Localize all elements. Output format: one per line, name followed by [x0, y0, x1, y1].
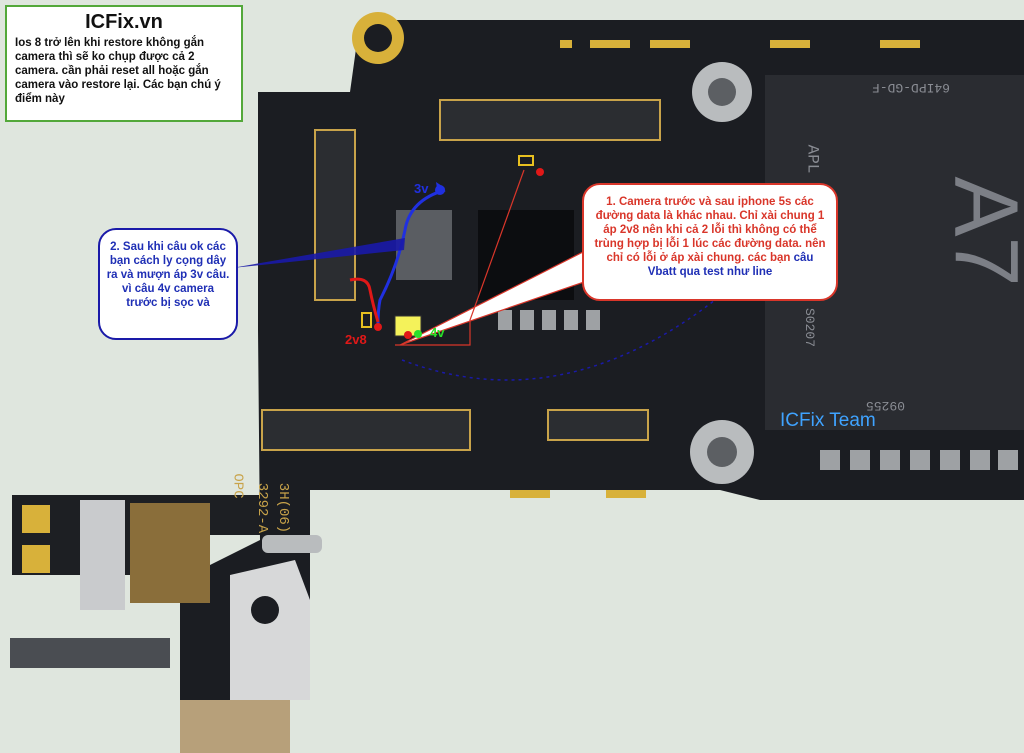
- note-step-2: 2. Sau khi câu ok các bạn cách ly cọng d…: [98, 228, 238, 340]
- label-2v8: 2v8: [345, 332, 367, 347]
- note-step-1: 1. Camera trước và sau iphone 5s các đườ…: [582, 183, 838, 301]
- silk-line-2: 3292-A: [254, 482, 271, 534]
- top-connector: [439, 99, 661, 141]
- brand-note-box: ICFix.vn Ios 8 trở lên khi restore không…: [5, 5, 243, 122]
- chip-mark-a7: A7: [935, 176, 1024, 287]
- chip-mark-apl: APL: [803, 144, 822, 174]
- label-4v: 4v: [430, 325, 445, 340]
- silver-bracket: [230, 560, 310, 700]
- bottom-connector: [261, 409, 471, 451]
- team-label: ICFix Team: [780, 410, 876, 431]
- note-step-2-text: 2. Sau khi câu ok các bạn cách ly cọng d…: [106, 241, 230, 309]
- brand-note-text: Ios 8 trở lên khi restore không gắn came…: [15, 37, 221, 105]
- label-3v: 3v: [414, 181, 429, 196]
- note-step-1-tail: câu Vbatt qua test như line: [647, 252, 814, 278]
- silk-line-3: 3H(06): [275, 482, 292, 534]
- brand-title: ICFix.vn: [85, 11, 163, 33]
- note-step-1-text: 1. Camera trước và sau iphone 5s các đườ…: [594, 196, 826, 264]
- chip-mark-top: 64IPD-GD-F: [872, 80, 951, 95]
- silk-line-1: OPC: [229, 473, 246, 499]
- chip-mark-code2: 09255: [866, 398, 906, 413]
- gold-foam-pad: [130, 503, 210, 603]
- chip-mark-code1: S0207: [802, 307, 818, 348]
- left-connector: [314, 129, 356, 301]
